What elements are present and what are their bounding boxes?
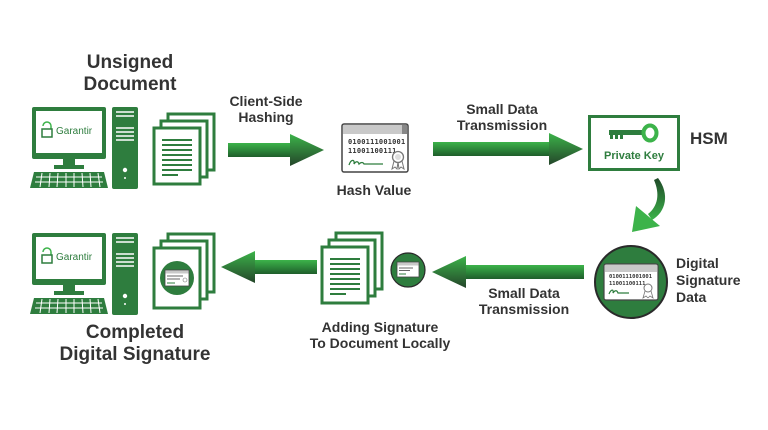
seal-icon <box>391 150 405 171</box>
hash-binary: 0100111001001 11001100111 <box>348 138 405 156</box>
binary-line: 11001100111 <box>348 147 397 155</box>
label-line: Signature <box>676 271 741 288</box>
label-line: Transmission <box>456 117 548 134</box>
digital-signature-data-label: Digital Signature Data <box>676 255 766 305</box>
small-data-transmission-label: Small Data Transmission <box>440 101 564 133</box>
label-line: Hashing <box>238 109 294 126</box>
label-line: Data <box>676 288 707 305</box>
title-line: Document <box>83 73 177 95</box>
label-line: Adding Signature <box>321 319 439 335</box>
label-line: Client-Side <box>229 93 303 109</box>
signature-binary: 0100111001001 11001100111 <box>609 274 652 288</box>
label-line: To Document Locally <box>309 335 451 352</box>
label-line: Small Data <box>466 101 538 117</box>
completed-digital-signature-title: Completed Digital Signature <box>40 322 230 366</box>
document-stack-icon <box>320 231 384 305</box>
title-line: Unsigned <box>86 52 174 73</box>
digital-signature-circle-icon <box>594 245 668 319</box>
arrow-right-icon <box>228 134 324 166</box>
arrow-left-icon <box>221 251 317 283</box>
brand-label: Garantir <box>56 252 93 263</box>
lock-logo-icon <box>41 121 53 138</box>
binary-line: 0100111001001 <box>348 138 406 146</box>
certificate-icon <box>341 123 409 173</box>
binary-line: 11001100111 <box>609 281 646 287</box>
hash-value-label: Hash Value <box>336 182 412 198</box>
hsm-label: HSM <box>690 129 728 148</box>
private-key-label: Private Key <box>604 150 664 162</box>
title-line: Digital Signature <box>59 343 211 365</box>
arrow-left-icon <box>432 256 584 288</box>
adding-signature-label: Adding Signature To Document Locally <box>294 319 466 351</box>
desktop-computer-icon <box>30 233 138 315</box>
client-side-hashing-label: Client-Side Hashing <box>216 93 316 125</box>
arrow-right-icon <box>433 133 583 165</box>
hsm-box: Private Key <box>588 115 680 171</box>
document-stack-icon <box>152 112 216 186</box>
desktop-computer-icon <box>30 107 138 189</box>
signature-badge-icon <box>390 252 426 288</box>
brand-label: Garantir <box>56 126 93 137</box>
key-icon <box>609 123 659 143</box>
curved-arrow-down-icon <box>632 178 666 232</box>
signed-document-stack-icon <box>152 232 216 310</box>
small-data-transmission-back-label: Small Data Transmission <box>468 285 580 317</box>
title-line: Completed <box>85 322 185 343</box>
binary-line: 0100111001001 <box>609 274 653 280</box>
label-line: Small Data <box>488 285 560 301</box>
lock-logo-icon <box>41 247 53 264</box>
label-line: Digital <box>676 255 719 271</box>
unsigned-document-title: Unsigned Document <box>60 52 200 96</box>
label-line: Transmission <box>478 301 570 318</box>
signature-scribble-icon <box>348 159 383 166</box>
